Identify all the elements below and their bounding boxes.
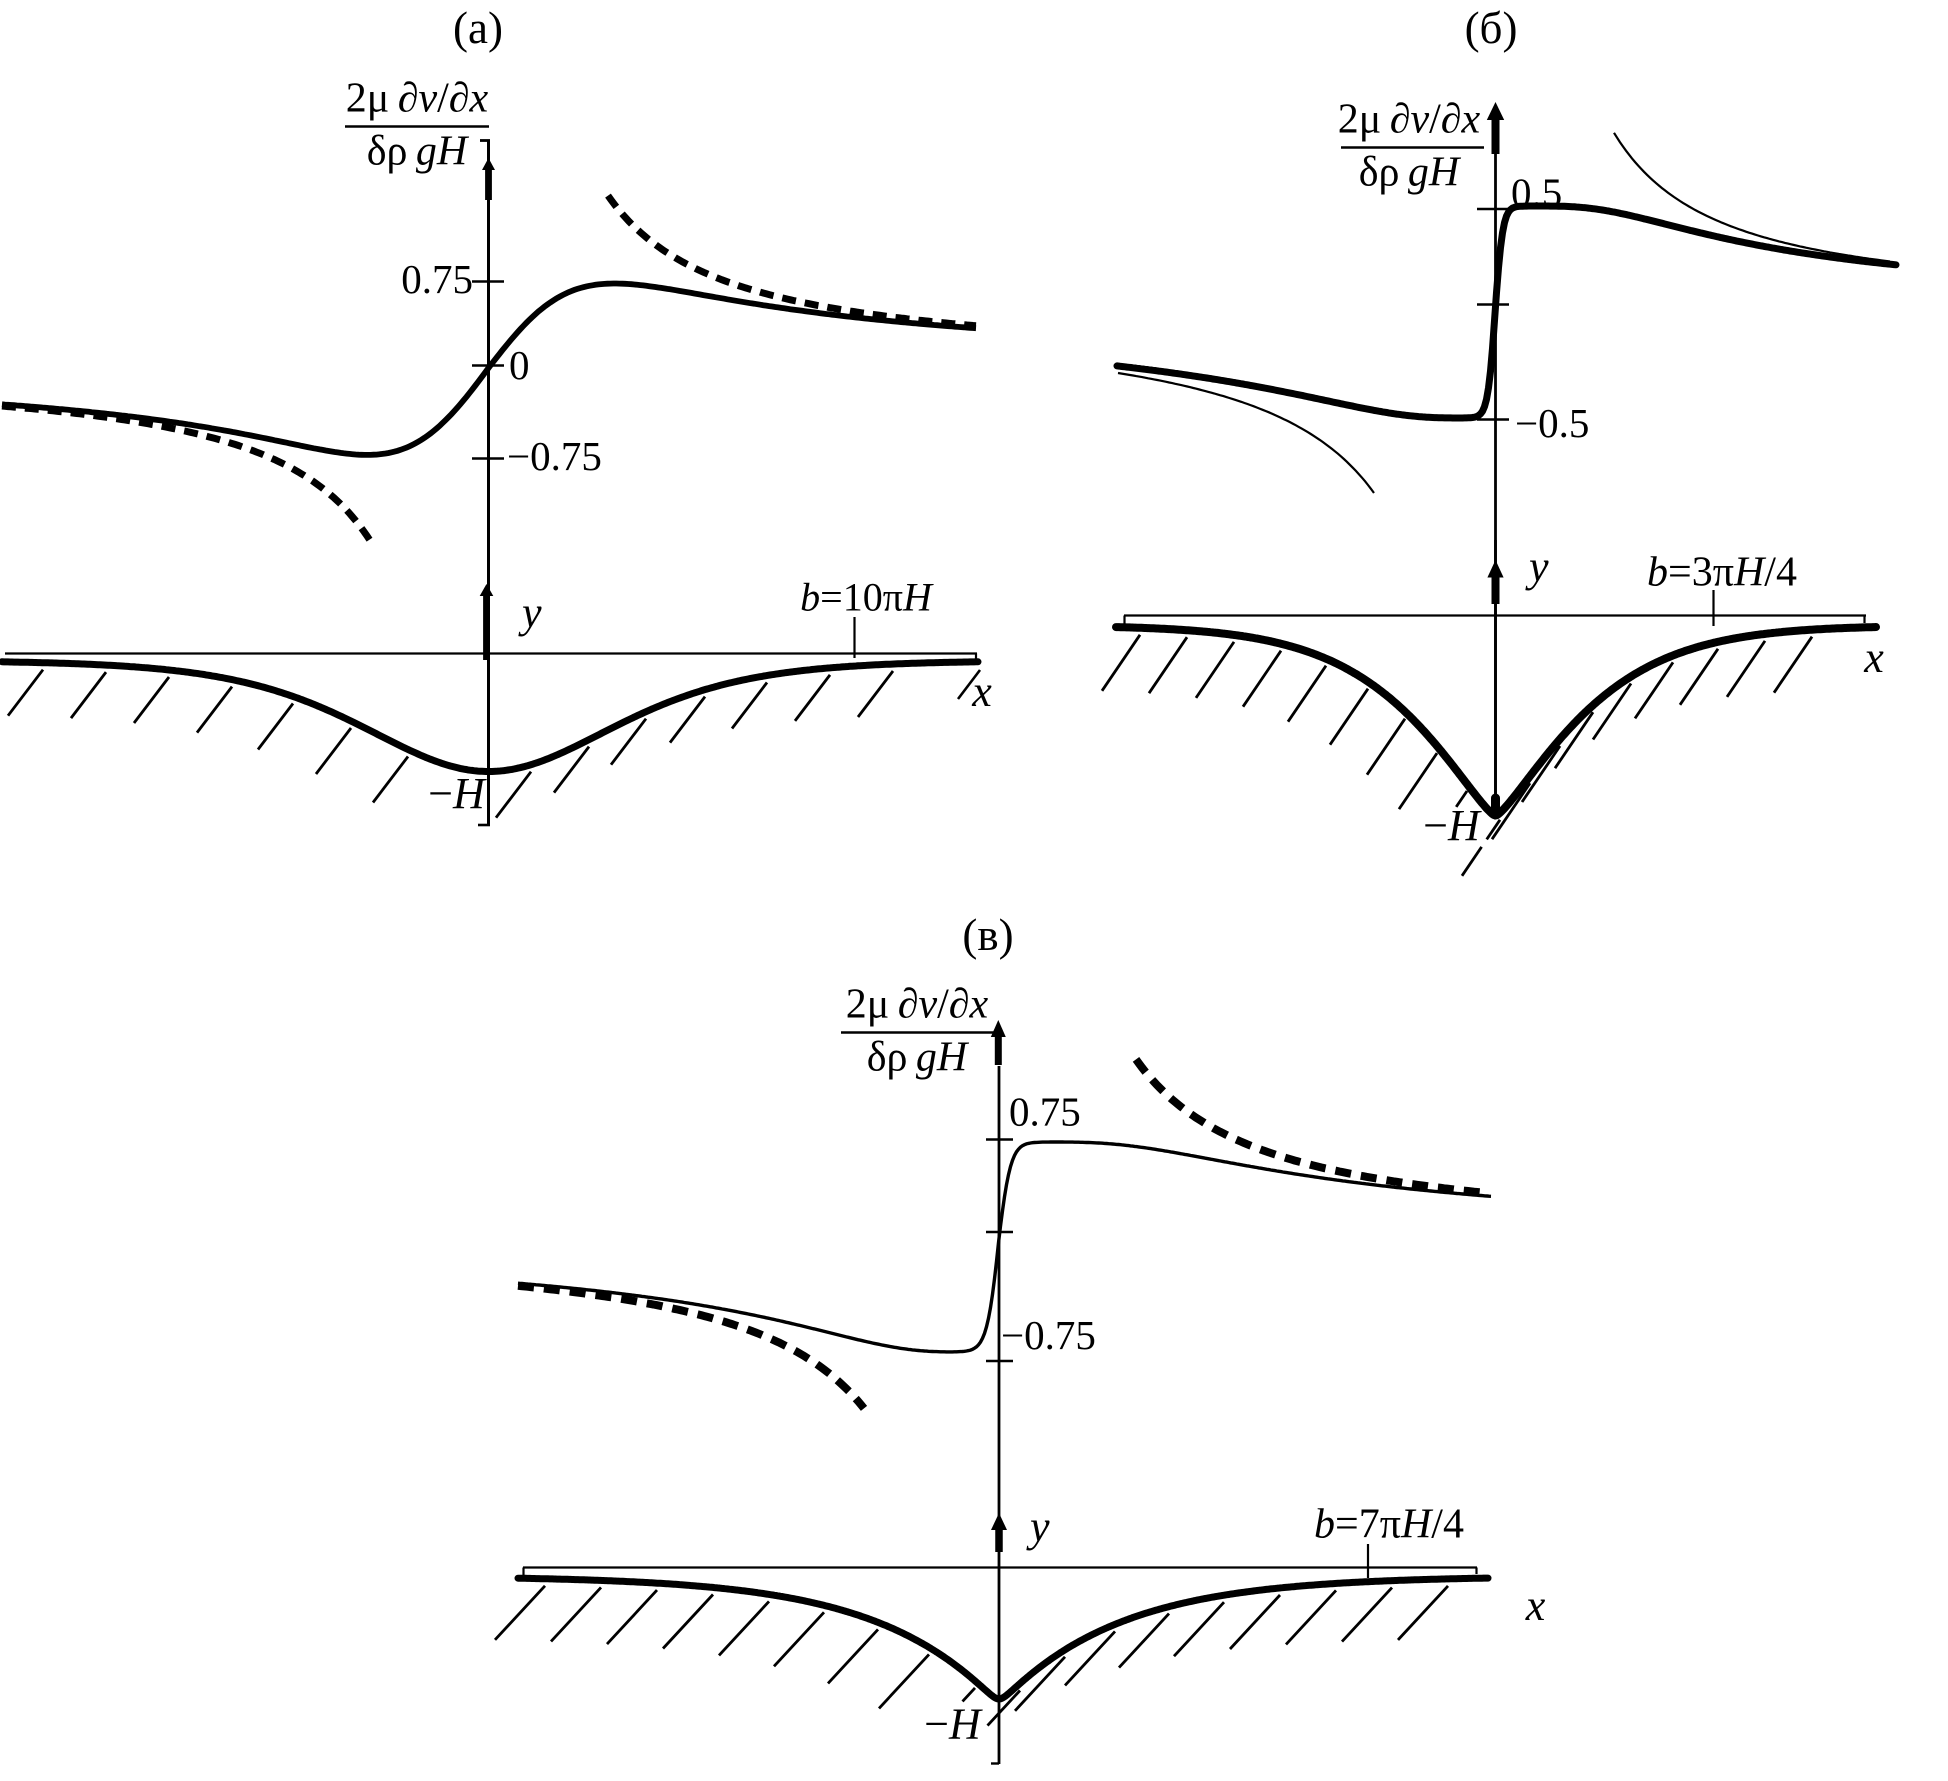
svg-text:2μ ∂v/∂x: 2μ ∂v/∂x [346, 76, 489, 122]
svg-text:0.75: 0.75 [401, 256, 473, 302]
svg-text:x: x [1863, 633, 1884, 682]
svg-text:−0.5: −0.5 [1515, 400, 1589, 446]
svg-text:0.75: 0.75 [1009, 1089, 1081, 1135]
svg-text:x: x [971, 667, 992, 716]
svg-text:b=7πH/4: b=7πH/4 [1314, 1502, 1464, 1548]
svg-text:−0.75: −0.75 [507, 433, 602, 479]
svg-text:0: 0 [509, 342, 530, 388]
svg-text:−H: −H [1423, 801, 1482, 850]
svg-text:δρ gH: δρ gH [367, 129, 470, 175]
svg-text:b=10πH: b=10πH [800, 575, 934, 620]
svg-text:−H: −H [428, 769, 487, 818]
svg-text:2μ ∂v/∂x: 2μ ∂v/∂x [846, 982, 989, 1028]
svg-text:y: y [518, 588, 542, 637]
svg-text:b=3πH/4: b=3πH/4 [1647, 550, 1797, 596]
svg-text:δρ gH: δρ gH [1359, 150, 1462, 196]
svg-text:δρ gH: δρ gH [867, 1035, 970, 1081]
svg-text:2μ ∂v/∂x: 2μ ∂v/∂x [1338, 97, 1481, 143]
svg-text:(а): (а) [453, 3, 503, 53]
svg-text:(в): (в) [962, 910, 1013, 960]
svg-text:y: y [1026, 1502, 1050, 1551]
svg-text:−H: −H [924, 1700, 983, 1749]
svg-text:−0.75: −0.75 [1001, 1312, 1096, 1358]
svg-text:x: x [1525, 1581, 1546, 1630]
svg-text:(б): (б) [1465, 3, 1518, 53]
svg-text:y: y [1525, 542, 1549, 591]
